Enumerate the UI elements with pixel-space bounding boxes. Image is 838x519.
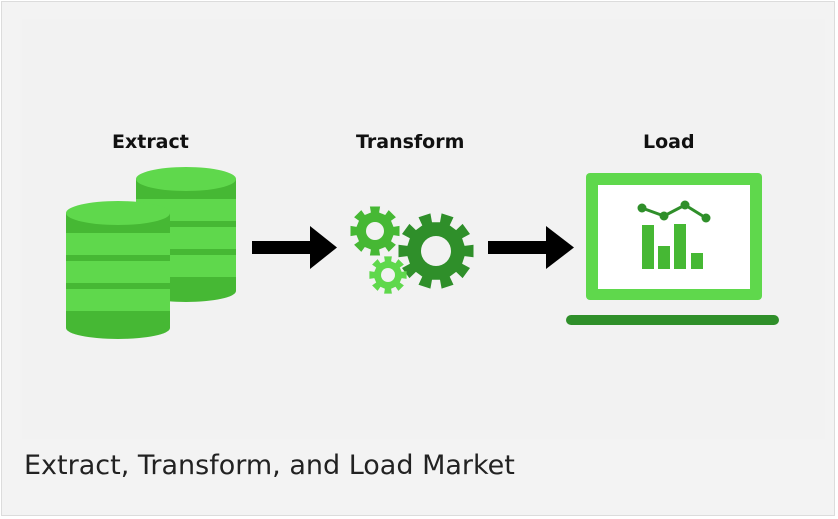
laptop-chart-icon: [566, 173, 779, 325]
gears-icon: [350, 206, 474, 294]
transform-label: Transform: [356, 131, 465, 153]
arrow-right-icon: [488, 226, 574, 269]
load-label: Load: [643, 131, 695, 153]
etl-diagram: Extract Transform Load: [22, 19, 825, 439]
figure-caption: Extract, Transform, and Load Market: [24, 450, 515, 481]
database-icon: [66, 167, 236, 339]
arrow-right-icon: [252, 226, 337, 269]
extract-label: Extract: [112, 131, 189, 153]
diagram-graphics: [66, 167, 779, 339]
